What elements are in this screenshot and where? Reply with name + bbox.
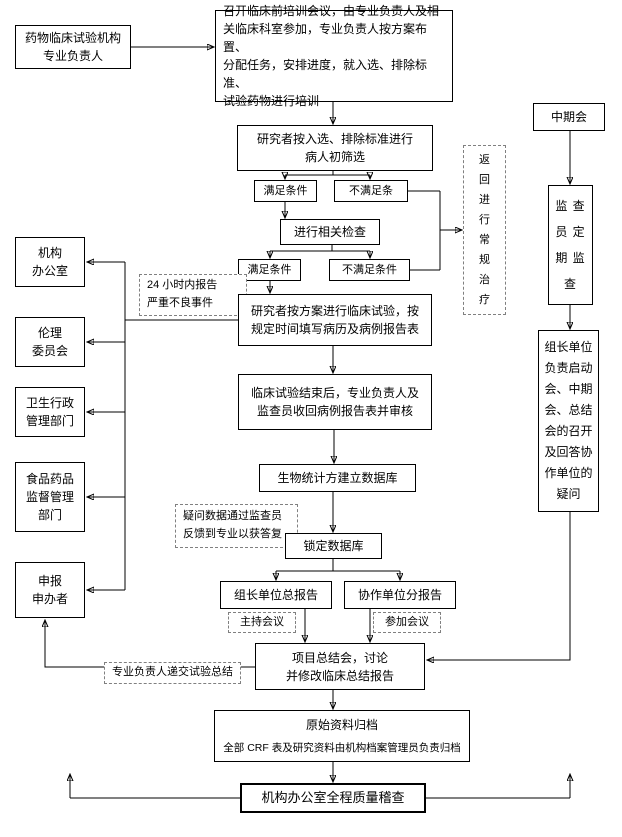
node-pretrial-training: 召开临床前培训会议，由专业负责人及相 关临床科室参加，专业负责人按方案布置、 分… (215, 4, 453, 108)
node-food-drug-administration: 食品药品 监督管理 部门 (15, 462, 85, 532)
note-attend-meeting: 参加会议 (373, 612, 441, 633)
node-leading-unit-full-report: 组长单位总报告 (220, 581, 332, 609)
node-return-routine-treatment: 返 回 进 行 常 规 治 疗 (463, 145, 506, 315)
node-leading-unit-duties: 组长单位 负责启动 会、中期 会、总结 会的召开 及回答协 作单位的 疑问 (538, 330, 599, 512)
node-condition1-met: 满足条件 (254, 180, 317, 202)
node-conduct-clinical-trial: 研究者按方案进行临床试验，按 规定时间填写病历及病例报告表 (238, 294, 432, 346)
node-biostatistics-database: 生物统计方建立数据库 (259, 464, 416, 492)
archive-title: 原始资料归档 (305, 717, 378, 732)
node-condition2-met: 满足条件 (238, 259, 301, 281)
note-submit-trial-summary: 专业负责人递交试验总结 (104, 662, 241, 684)
node-trial-end-crf-review: 临床试验结束后，专业负责人及 监查员收回病例报告表并审核 (238, 374, 432, 430)
node-office-quality-audit: 机构办公室全程质量稽查 (240, 783, 426, 813)
node-condition1-not-met: 不满足条 (334, 180, 408, 202)
node-patient-screening: 研究者按入选、排除标准进行 病人初筛选 (237, 125, 433, 171)
node-sponsor-applicant: 申报 申办者 (15, 562, 85, 618)
node-original-data-archiving: 原始资料归档 全部 CRF 表及研究资料由机构档案管理员负责归档 (214, 710, 470, 762)
node-health-admin-department: 卫生行政 管理部门 (15, 387, 85, 437)
node-project-summary-meeting: 项目总结会，讨论 并修改临床总结报告 (255, 643, 425, 690)
node-related-examination: 进行相关检查 (280, 219, 380, 245)
node-midterm-meeting: 中期会 (533, 103, 605, 131)
node-collaborating-unit-report: 协作单位分报告 (344, 581, 456, 609)
node-monitor-periodic-inspection: 监 查 员 定 期 监 查 (548, 185, 593, 305)
note-host-meeting: 主持会议 (228, 612, 296, 633)
note-data-query-feedback: 疑问数据通过监查员 反馈到专业以获答复 (175, 504, 298, 548)
node-institution-office: 机构 办公室 (15, 237, 85, 287)
node-lock-database: 锁定数据库 (285, 533, 382, 559)
note-24h-adverse-event-report: 24 小时内报告 严重不良事件 (139, 274, 247, 316)
node-institution-leader: 药物临床试验机构 专业负责人 (15, 25, 131, 69)
node-ethics-committee: 伦理 委员会 (15, 317, 85, 367)
archive-subtitle: 全部 CRF 表及研究资料由机构档案管理员负责归档 (223, 741, 461, 754)
node-condition2-not-met: 不满足条件 (329, 259, 410, 281)
